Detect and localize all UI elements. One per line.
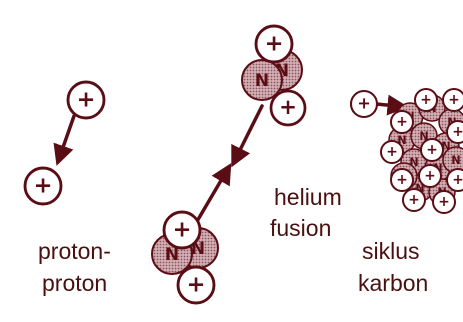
cc-nucleus-proton-9: + <box>418 164 442 188</box>
cc-nucleus-proton-5: + <box>380 140 404 164</box>
cc-nucleus-proton-7: + <box>446 168 463 192</box>
cc-incoming-proton: + <box>349 89 379 119</box>
cc-nucleus-proton-10: + <box>402 188 426 212</box>
he-upper-proton-top: + <box>254 24 294 64</box>
proton-symbol: + <box>452 172 463 188</box>
proton-proton-label-line2: proton <box>42 270 108 296</box>
proton-symbol: + <box>408 192 420 208</box>
neutron-symbol: N <box>419 130 428 143</box>
proton-symbol: + <box>386 144 398 160</box>
neutron-symbol: N <box>409 156 418 169</box>
cc-arrow <box>374 94 409 116</box>
he-arrow-up <box>194 162 232 225</box>
he-upper-neutron-left: N <box>241 59 283 101</box>
proton-symbol: + <box>34 172 53 198</box>
neutron-symbol: N <box>415 182 424 195</box>
neutron-symbol: N <box>255 71 269 91</box>
proton-symbol: + <box>396 114 408 130</box>
proton-symbol: + <box>396 172 408 188</box>
pp-proton-upper: + <box>66 80 106 120</box>
he-upper-proton-bottom: + <box>269 89 307 127</box>
pp-arrow <box>53 114 76 166</box>
neutron-symbol: N <box>165 245 179 265</box>
cc-nucleus-proton-11: + <box>432 190 456 214</box>
helium-fusion-label-line2: fusion <box>270 215 332 241</box>
he-arrow-down <box>231 104 264 168</box>
carbon-cycle-label-line1: siklus <box>362 238 420 264</box>
he-lower-proton-bottom: + <box>176 265 216 305</box>
cc-nucleus-proton-6: + <box>420 138 444 162</box>
cc-nucleus-proton-2: + <box>442 88 463 112</box>
proton-symbol: + <box>420 92 432 108</box>
proton-symbol: + <box>426 142 438 158</box>
proton-symbol: + <box>448 92 460 108</box>
neutron-symbol: N <box>441 140 450 153</box>
proton-symbol: + <box>187 271 206 297</box>
carbon-cycle-label-line2: karbon <box>358 270 429 296</box>
proton-symbol: + <box>77 86 96 112</box>
cc-nucleus-proton-1: + <box>414 88 438 112</box>
proton-symbol: + <box>438 194 450 210</box>
proton-proton-label-line1: proton- <box>38 238 111 264</box>
proton-symbol: + <box>173 216 192 242</box>
neutron-symbol: N <box>451 154 460 167</box>
proton-symbol: + <box>265 30 284 56</box>
he-lower-proton-top: + <box>162 210 202 250</box>
proton-symbol: + <box>279 95 297 120</box>
cc-nucleus-proton-4: + <box>446 120 463 144</box>
proton-symbol: + <box>357 94 371 113</box>
proton-symbol: + <box>452 124 463 140</box>
helium-fusion-label-line1: helium <box>274 184 342 210</box>
cc-nucleus-proton-3: + <box>390 110 414 134</box>
pp-proton-lower: + <box>23 166 63 206</box>
cc-nucleus-proton-8: + <box>390 168 414 192</box>
proton-symbol: + <box>424 168 436 184</box>
neutron-symbol: N <box>397 134 406 147</box>
